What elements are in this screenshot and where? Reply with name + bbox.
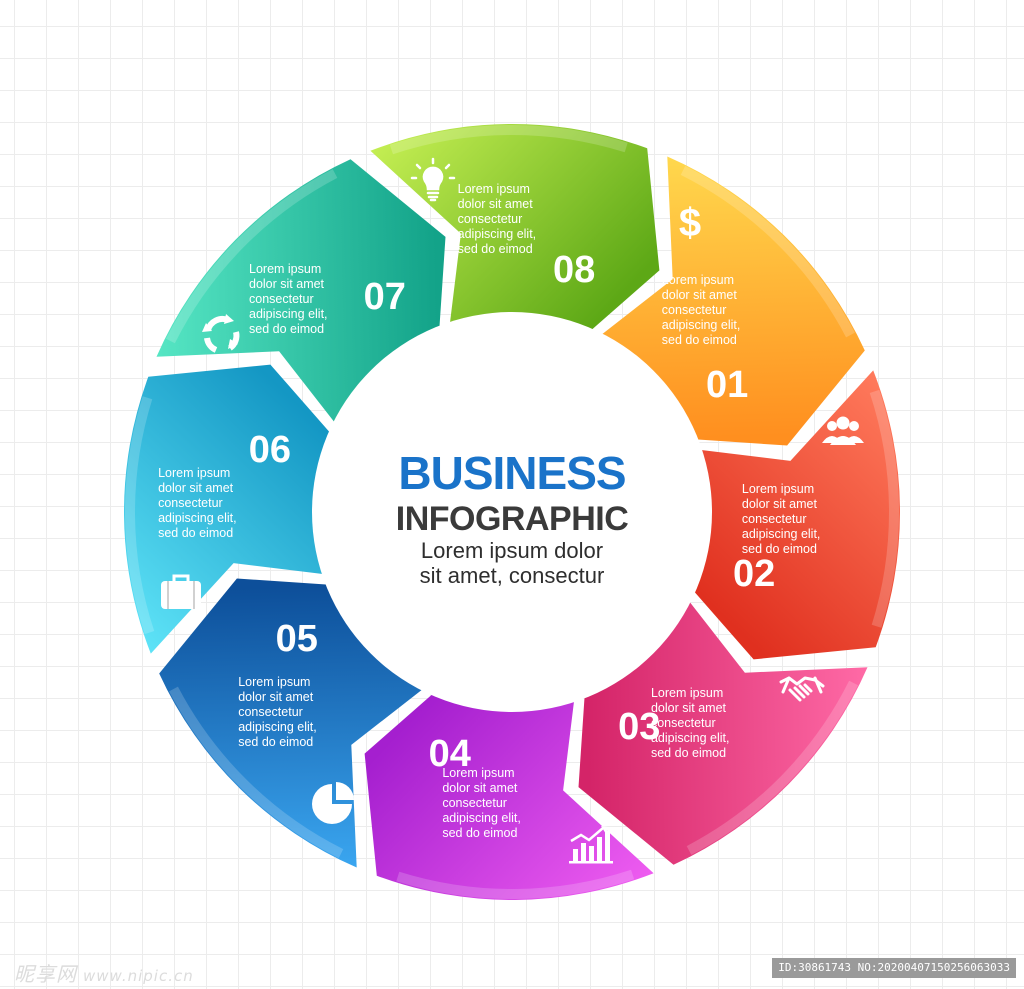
segment-text-line: consectetur xyxy=(158,496,223,511)
watermark-brand: 昵享网 www.nipic.cn xyxy=(14,958,194,987)
watermark-brand-name: 昵享网 xyxy=(14,962,77,986)
segment-text-line: sed do eimod xyxy=(442,825,518,840)
briefcase-icon xyxy=(157,567,205,615)
watermark-bar: 昵享网 www.nipic.cn ID:30861743 NO:202004071… xyxy=(0,952,1024,989)
segment-text-line: dolor sit amet xyxy=(650,700,727,715)
segment-text-line: consectetur xyxy=(249,292,314,307)
segment-text-line: dolor sit amet xyxy=(741,496,817,511)
segment-number-06: 06 xyxy=(248,428,291,471)
lightbulb-icon xyxy=(409,157,457,205)
segment-number-02: 02 xyxy=(733,553,776,596)
watermark-id: ID:30861743 NO:20200407150256063033 xyxy=(772,958,1016,978)
segment-text-line: Lorem ipsum xyxy=(249,262,322,277)
segment-text-line: adipiscing elit, xyxy=(442,810,521,825)
segment-text-line: adipiscing elit, xyxy=(238,719,317,734)
segment-number-07: 07 xyxy=(363,275,406,318)
watermark-site: www.nipic.cn xyxy=(83,967,194,985)
ring-segment-highlight xyxy=(165,169,338,344)
recycle-arrows-icon xyxy=(198,310,246,358)
ring-segment-highlight xyxy=(125,396,155,635)
segment-text-line: dolor sit amet xyxy=(238,689,314,704)
segment-text-line: adipiscing elit, xyxy=(741,526,821,541)
segment-number-03: 03 xyxy=(618,706,661,749)
segment-text-line: sed do eimod xyxy=(661,333,737,347)
segment-text-line: Lorem ipsum xyxy=(741,481,815,496)
segment-text-line: sed do eimod xyxy=(249,322,325,337)
segment-text-line: sed do eimod xyxy=(457,242,533,257)
segment-text-line: consectetur xyxy=(661,303,727,317)
segment-text-line: sed do eimod xyxy=(741,541,817,556)
segment-number-05: 05 xyxy=(275,618,318,661)
segment-text-line: dolor sit amet xyxy=(158,481,234,496)
people-icon xyxy=(819,409,867,457)
segment-text-line: adipiscing elit, xyxy=(457,227,537,242)
segment-text-line: adipiscing elit, xyxy=(661,318,741,332)
segment-text-line: sed do eimod xyxy=(650,745,727,760)
segment-text-line: Lorem ipsum xyxy=(238,674,311,689)
segment-text-line: consectetur xyxy=(442,795,507,810)
segment-number-08: 08 xyxy=(553,248,596,291)
segment-number-04: 04 xyxy=(428,733,471,776)
segment-text-line: dolor sit amet xyxy=(661,288,737,302)
segment-number-01: 01 xyxy=(706,363,749,406)
subtitle-line-1: Lorem ipsum dolor xyxy=(420,538,604,563)
segment-text-line: consectetur xyxy=(650,715,716,730)
ring-segment-highlight xyxy=(396,869,635,899)
ring-segment-highlight xyxy=(686,680,859,855)
segment-text-line: adipiscing elit, xyxy=(158,511,237,526)
segment-text-line: consectetur xyxy=(741,511,807,526)
center-title-block: BUSINESS INFOGRAPHIC Lorem ipsum dolor s… xyxy=(362,446,662,588)
segment-text-line: adipiscing elit, xyxy=(650,730,730,745)
title-business: BUSINESS xyxy=(398,447,626,499)
segment-text-line: dolor sit amet xyxy=(249,277,325,292)
segment-text-line: Lorem ipsum xyxy=(661,273,735,287)
segment-text-line: dolor sit amet xyxy=(442,780,518,795)
segment-text-line: sed do eimod xyxy=(158,526,234,541)
segment-text-line: consectetur xyxy=(457,212,523,227)
ring-segment-highlight xyxy=(169,686,344,859)
dollar-icon: $ xyxy=(666,198,714,246)
segment-text-line: adipiscing elit, xyxy=(249,307,328,322)
segment-text-line: Lorem ipsum xyxy=(457,182,530,197)
segment-text-line: sed do eimod xyxy=(238,734,314,749)
segment-text-line: Lorem ipsum xyxy=(158,466,231,481)
svg-text:$: $ xyxy=(679,201,701,245)
ring-segment-highlight xyxy=(869,389,899,628)
title-infographic: INFOGRAPHIC xyxy=(395,500,629,538)
ring-segment-highlight xyxy=(389,125,628,155)
center-disc xyxy=(312,312,712,712)
pie-chart-icon xyxy=(310,778,358,826)
ring-segment-highlight xyxy=(680,165,855,338)
segment-text-line: Lorem ipsum xyxy=(650,685,724,700)
segment-text-line: dolor sit amet xyxy=(457,197,533,212)
segment-text-line: Lorem ipsum xyxy=(442,765,515,780)
bar-chart-icon xyxy=(567,819,615,867)
handshake-icon xyxy=(778,666,826,714)
subtitle-line-2: sit amet, consectur xyxy=(419,563,605,588)
segment-text-line: consectetur xyxy=(238,704,303,719)
